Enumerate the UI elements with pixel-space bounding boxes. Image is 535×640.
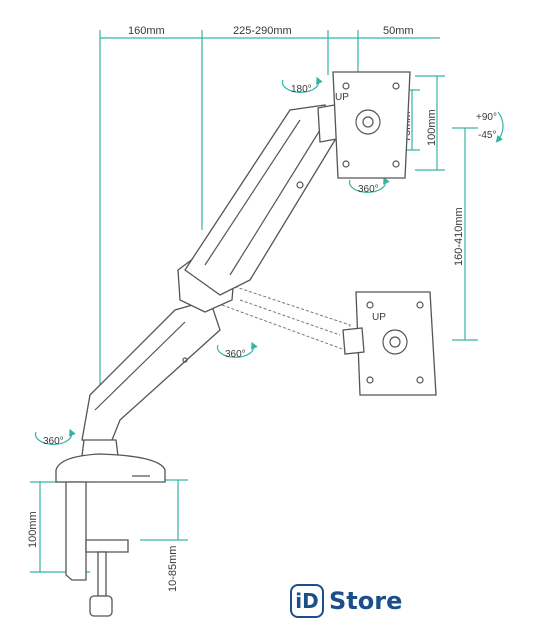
- rotation-head-360-marker: 360°: [348, 176, 390, 195]
- tilt-marker: +90° -45°: [476, 111, 504, 143]
- svg-text:360°: 360°: [43, 436, 64, 447]
- idstore-logo-badge: iD: [290, 584, 324, 618]
- svg-text:360°: 360°: [225, 349, 246, 360]
- dimension-lines: [30, 30, 478, 573]
- monitor-arm-illustration: UP UP: [55, 71, 437, 617]
- svg-text:+90°: +90°: [476, 112, 497, 123]
- dim-10-85mm: 10-85mm: [167, 546, 179, 592]
- svg-text:360°: 360°: [358, 184, 379, 195]
- rotation-180-marker: 180°: [281, 76, 323, 95]
- svg-text:-45°: -45°: [478, 130, 496, 141]
- svg-text:180°: 180°: [291, 84, 312, 95]
- up-label-bottom: UP: [372, 312, 386, 323]
- dim-225-290mm: 225-290mm: [233, 25, 292, 37]
- rotation-base-360-marker: 360°: [34, 428, 76, 447]
- up-label-top: UP: [335, 92, 349, 103]
- dim-100mm-clamp: 100mm: [27, 511, 39, 548]
- idstore-logo-text: Store: [329, 587, 403, 615]
- dim-160mm: 160mm: [128, 25, 165, 37]
- dim-160-410mm: 160-410mm: [453, 207, 465, 266]
- dim-50mm: 50mm: [383, 25, 414, 37]
- rotation-elbow-360-marker: 360°: [216, 341, 258, 360]
- dim-100mm-vesa: 100mm: [426, 109, 438, 146]
